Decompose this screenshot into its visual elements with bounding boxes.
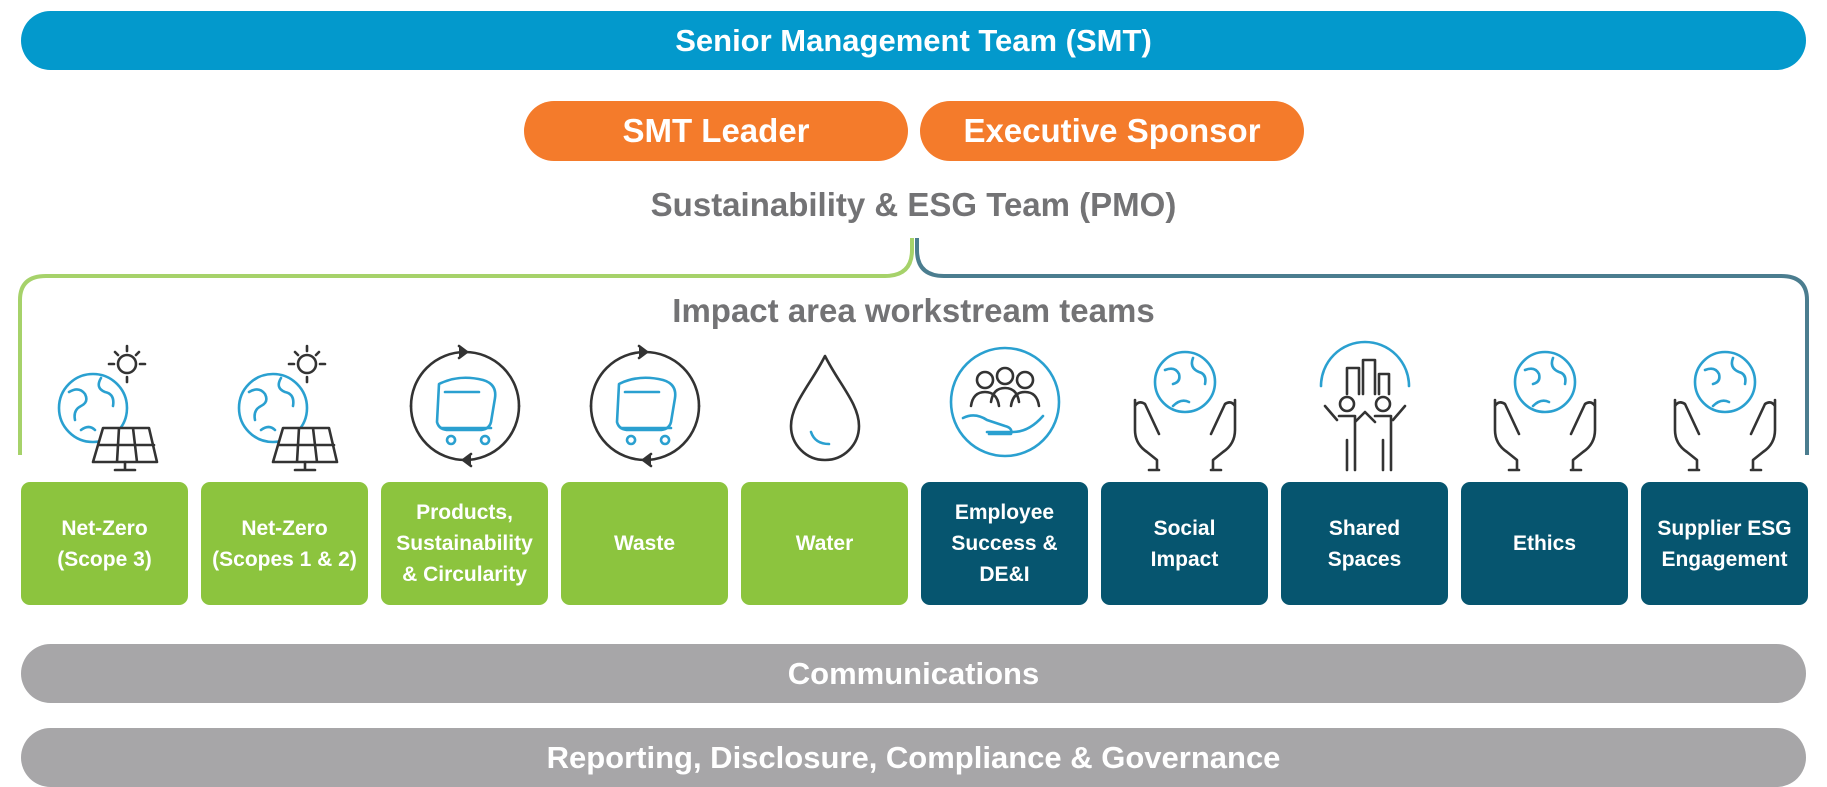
smt-label: Senior Management Team (SMT) <box>675 22 1152 58</box>
workstream-label: Social Impact <box>1150 516 1219 571</box>
workstream-box-4: Waste <box>561 482 728 605</box>
workstream-label: Waste <box>613 532 676 555</box>
people-in-hand-icon <box>941 340 1069 472</box>
reporting-bar: Reporting, Disclosure, Compliance & Gove… <box>21 728 1806 787</box>
globe-sun-solar-panel-icon <box>221 340 349 472</box>
workstream-box-10: Supplier ESG Engagement <box>1641 482 1808 605</box>
workstream-box-8: Shared Spaces <box>1281 482 1448 605</box>
workstream-box-1: Net-Zero (Scope 3) <box>21 482 188 605</box>
workstream-box-7: Social Impact <box>1101 482 1268 605</box>
smt-leader-label: SMT Leader <box>622 112 810 149</box>
workstream-box-3: Products, Sustainability & Circularity <box>381 482 548 605</box>
globe-sun-solar-panel-icon <box>41 340 169 472</box>
communications-bar: Communications <box>21 644 1806 703</box>
hands-holding-globe-icon <box>1661 340 1789 472</box>
social-connector-line <box>915 238 1809 455</box>
smt-leader-pill: SMT Leader <box>524 101 908 161</box>
executive-sponsor-label: Executive Sponsor <box>963 112 1261 149</box>
executive-sponsor-pill: Executive Sponsor <box>920 101 1304 161</box>
environment-connector-line <box>18 238 914 455</box>
workstream-label: Ethics <box>1512 532 1577 555</box>
workstream-label: Shared Spaces <box>1327 516 1402 571</box>
workstream-label: Supplier ESG Engagement <box>1657 516 1792 571</box>
workstream-box-5: Water <box>741 482 908 605</box>
workstream-label: Products, Sustainability & Circularity <box>396 501 533 586</box>
people-city-icon <box>1301 340 1429 472</box>
floor-scrubber-cycle-icon <box>581 340 709 472</box>
workstream-box-9: Ethics <box>1461 482 1628 605</box>
pmo-heading: Sustainability & ESG Team (PMO) <box>650 186 1177 223</box>
workstream-label: Net-Zero (Scopes 1 & 2) <box>212 516 357 571</box>
floor-scrubber-cycle-icon <box>401 340 529 472</box>
workstream-label: Water <box>795 532 854 555</box>
workstream-box-2: Net-Zero (Scopes 1 & 2) <box>201 482 368 605</box>
hands-holding-globe-icon <box>1121 340 1249 472</box>
water-drop-icon <box>761 340 889 472</box>
workstream-label: Net-Zero (Scope 3) <box>57 516 152 571</box>
workstreams-heading: Impact area workstream teams <box>672 292 1155 329</box>
workstream-label: Employee Success & DE&I <box>951 501 1058 586</box>
workstream-box-6: Employee Success & DE&I <box>921 482 1088 605</box>
communications-label: Communications <box>787 655 1040 691</box>
reporting-label: Reporting, Disclosure, Compliance & Gove… <box>546 739 1281 775</box>
senior-management-team-bar: Senior Management Team (SMT) <box>21 11 1806 70</box>
hands-holding-globe-icon <box>1481 340 1609 472</box>
